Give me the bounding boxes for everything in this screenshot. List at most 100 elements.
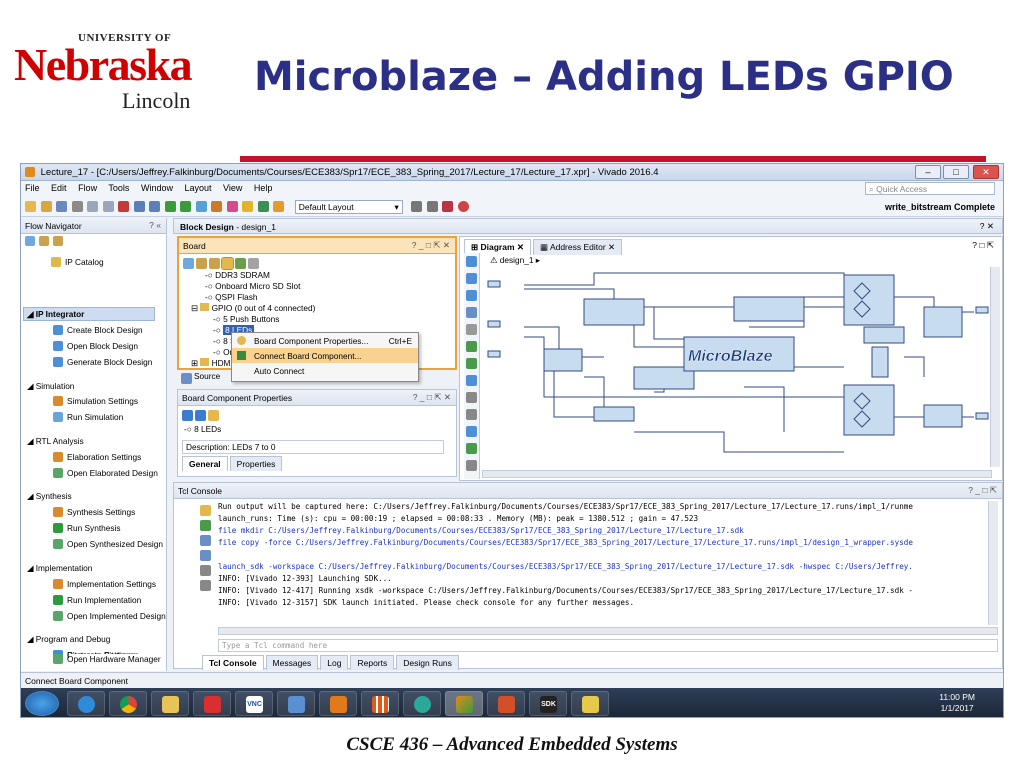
tree-onboard[interactable]: -○ Onb [213, 347, 239, 357]
tree-hdmi[interactable]: ⊞ HDMI (0 [191, 358, 243, 368]
nav-synthesis[interactable]: ◢ Synthesis [27, 491, 72, 501]
flow-navigator-controls[interactable]: ? « [149, 220, 161, 230]
nav-open-synthesized-design[interactable]: Open Synthesized Design [53, 539, 163, 549]
tree-gpio[interactable]: ⊟ GPIO (0 out of 4 connected) [191, 303, 316, 313]
open-project-icon[interactable] [40, 201, 52, 212]
maximize-button[interactable]: □ [943, 165, 969, 179]
taskbar-vivado[interactable] [445, 691, 483, 716]
sigma-icon[interactable] [257, 201, 269, 212]
board-panel-controls[interactable]: ? _ □ ⇱ ✕ [411, 240, 450, 250]
taskbar-network[interactable] [277, 691, 315, 716]
taskbar-grid-app[interactable] [361, 691, 399, 716]
run-step-icon[interactable] [180, 201, 192, 212]
select-area-icon[interactable] [466, 307, 477, 318]
forward-arrow-icon[interactable] [195, 410, 206, 421]
tab-tcl-console[interactable]: Tcl Console [202, 655, 264, 670]
nav-run-implementation[interactable]: Run Implementation [53, 595, 141, 605]
nav-simulation-settings[interactable]: Simulation Settings [53, 396, 138, 406]
source-tab[interactable]: Source [181, 371, 220, 384]
refresh-icon[interactable] [208, 410, 219, 421]
taskbar-chrome[interactable] [109, 691, 147, 716]
tcl-hscroll[interactable] [218, 627, 998, 635]
regenerate-layout-icon[interactable] [466, 358, 477, 369]
minimize-button[interactable]: – [915, 165, 941, 179]
nav-ip-catalog[interactable]: IP Catalog [51, 257, 104, 267]
tab-log[interactable]: Log [320, 655, 349, 670]
save-icon[interactable] [56, 201, 68, 212]
zoom-out-icon[interactable] [466, 273, 477, 284]
menu-edit[interactable]: Edit [51, 183, 67, 193]
nav-open-implemented-design[interactable]: Open Implemented Design [53, 611, 166, 621]
pin-icon[interactable] [411, 201, 423, 212]
diagram-vscroll[interactable] [990, 267, 1000, 467]
taskbar-powerpoint[interactable] [487, 691, 525, 716]
menu-help[interactable]: Help [253, 183, 273, 193]
search-icon[interactable] [25, 236, 35, 246]
delete-icon[interactable] [118, 201, 130, 212]
move-icon[interactable] [426, 201, 438, 212]
disconnect-icon[interactable] [248, 258, 259, 269]
cut-icon[interactable] [71, 201, 83, 212]
nav-run-synthesis[interactable]: Run Synthesis [53, 523, 121, 533]
diagram-hscroll[interactable] [482, 470, 992, 478]
collapse-icon[interactable] [39, 236, 49, 246]
tree-ddr3[interactable]: -○ DDR3 SDRAM [205, 270, 270, 280]
fit-selection-icon[interactable] [466, 324, 477, 335]
block-diagram-canvas[interactable]: MicroBlaze [484, 267, 994, 467]
menu-tools[interactable]: Tools [108, 183, 130, 193]
start-button[interactable] [25, 691, 59, 716]
tab-properties[interactable]: Properties [229, 456, 283, 471]
trash-icon[interactable] [200, 580, 211, 591]
debug-icon[interactable] [226, 201, 238, 212]
run-icon[interactable] [164, 201, 176, 212]
save-log-icon[interactable] [200, 565, 211, 576]
new-project-icon[interactable] [25, 201, 36, 212]
nav-run-simulation[interactable]: Run Simulation [53, 412, 123, 422]
close-button[interactable]: ✕ [973, 165, 999, 179]
distribute-icon[interactable] [466, 409, 477, 420]
taskbar-internet-explorer[interactable] [67, 691, 105, 716]
taskbar-outlook[interactable] [319, 691, 357, 716]
back-arrow-icon[interactable] [182, 410, 193, 421]
expand-icon[interactable] [53, 236, 63, 246]
tcl-console-controls[interactable]: ? _ □ ⇱ [968, 485, 997, 495]
align-icon[interactable] [466, 392, 477, 403]
nav-ip-integrator[interactable]: ◢ IP Integrator [27, 309, 85, 319]
taskbar-notes[interactable] [571, 691, 609, 716]
zoom-fit-icon[interactable] [466, 290, 477, 301]
connect-icon[interactable] [235, 258, 246, 269]
menu-auto-connect[interactable]: Auto Connect [232, 363, 418, 378]
paste-icon[interactable] [102, 201, 114, 212]
collapse-all-icon[interactable] [196, 258, 207, 269]
nav-open-elaborated-design[interactable]: Open Elaborated Design [53, 468, 158, 478]
nav-implementation[interactable]: ◢ Implementation [27, 563, 93, 573]
copy-icon[interactable] [200, 550, 211, 561]
menu-layout[interactable]: Layout [184, 183, 212, 193]
taskbar-file-explorer[interactable] [151, 691, 189, 716]
zoom-in-icon[interactable] [466, 256, 477, 267]
block-design-controls[interactable]: ? ✕ [979, 221, 994, 231]
tree-sd-slot[interactable]: -○ Onboard Micro SD Slot [205, 281, 301, 291]
undo-icon[interactable] [133, 201, 145, 212]
menu-view[interactable]: View [223, 183, 243, 193]
nav-simulation[interactable]: ◢ Simulation [27, 381, 75, 391]
tab-reports[interactable]: Reports [350, 655, 395, 670]
tab-messages[interactable]: Messages [265, 655, 319, 670]
nav-open-block-design[interactable]: Open Block Design [53, 341, 138, 351]
nav-implementation-settings[interactable]: Implementation Settings [53, 579, 156, 589]
search-icon[interactable] [466, 375, 477, 386]
tab-design-runs[interactable]: Design Runs [396, 655, 459, 670]
menu-file[interactable]: File [25, 183, 40, 193]
layout-icon[interactable] [273, 201, 285, 212]
menu-board-component-properties[interactable]: Board Component Properties...Ctrl+E [232, 333, 418, 348]
taskbar-sdk[interactable]: SDK [529, 691, 567, 716]
quick-access-field[interactable]: ⌕ Quick Access [865, 182, 995, 195]
menu-flow[interactable]: Flow [78, 183, 98, 193]
settings-icon[interactable] [211, 201, 223, 212]
diagram-controls[interactable]: ? □ ⇱ [972, 240, 994, 250]
tcl-vscroll[interactable] [988, 501, 998, 625]
taskbar-acrobat[interactable] [193, 691, 231, 716]
copy-icon[interactable] [87, 201, 99, 212]
nav-rtl-analysis[interactable]: ◢ RTL Analysis [27, 436, 84, 446]
